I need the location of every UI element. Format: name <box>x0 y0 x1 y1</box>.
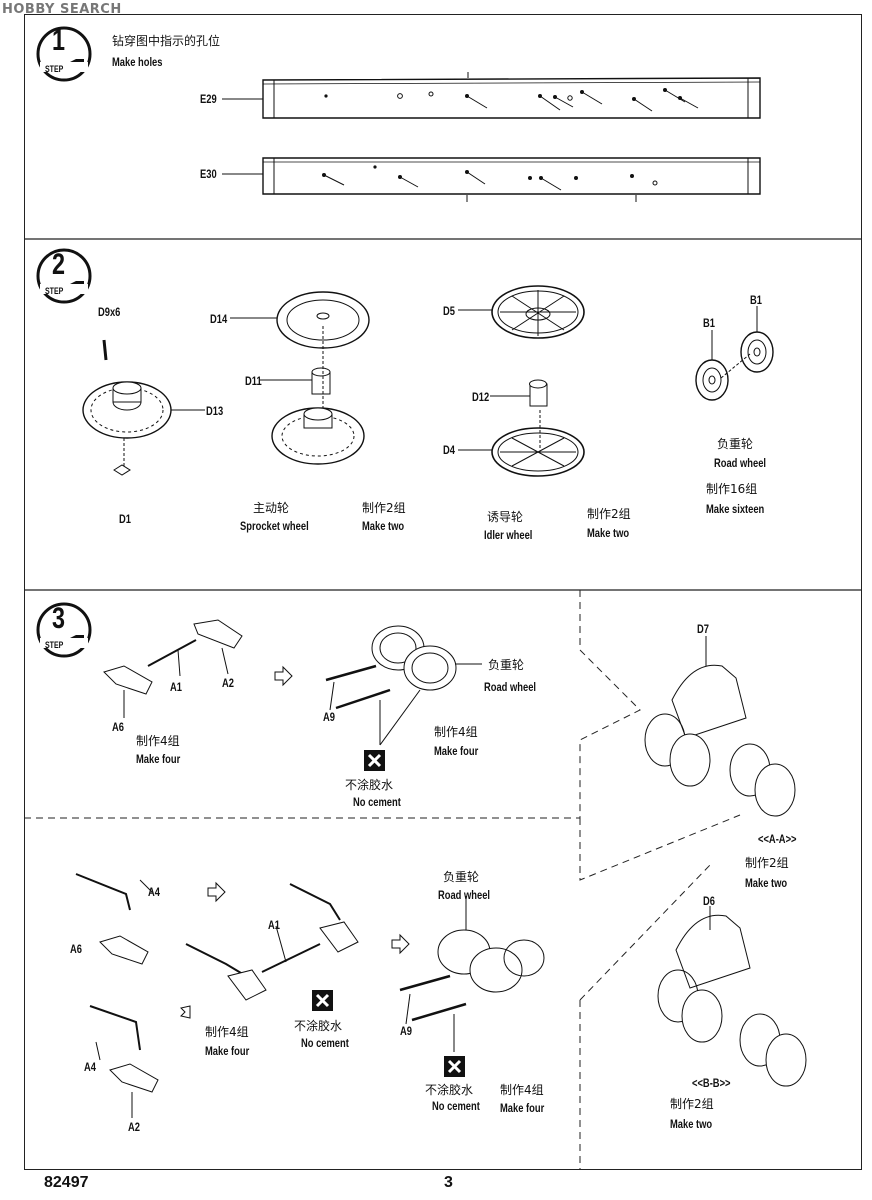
part-a1: A1 <box>170 680 182 694</box>
part-a9: A9 <box>323 710 335 724</box>
bb-make-two-en: Make two <box>670 1117 713 1131</box>
part-d7: D7 <box>697 622 709 636</box>
part-a6: A6 <box>112 720 124 734</box>
no-cement-en-3: No cement <box>432 1099 480 1113</box>
step-number-3: 3 <box>52 602 66 635</box>
part-b1-right: B1 <box>750 293 762 307</box>
road-wheel-en: Road wheel <box>484 680 537 694</box>
no-cement-cn-3: 不涂胶水 <box>425 1083 474 1097</box>
no-cement-en-2: No cement <box>301 1036 349 1050</box>
part-a1-lower: A1 <box>268 918 280 932</box>
step1-title-en: Make holes <box>112 55 163 69</box>
step-word-2: STEP <box>45 286 64 296</box>
bb-make-two-cn: 制作2组 <box>670 1097 714 1111</box>
no-cement-icon-3 <box>444 1056 465 1077</box>
no-cement-cn-2: 不涂胶水 <box>294 1019 343 1033</box>
part-d12: D12 <box>472 390 490 404</box>
aa-make-two-cn: 制作2组 <box>745 856 789 870</box>
lower-make-four-cn: 制作4组 <box>205 1025 249 1039</box>
no-cement-icon-2 <box>312 990 333 1011</box>
part-e29: E29 <box>200 92 217 106</box>
sprocket-make-two-cn: 制作2组 <box>362 501 406 515</box>
step-badge-1 <box>36 26 92 82</box>
watermark: HOBBY SEARCH <box>2 2 122 17</box>
sprocket-label-en: Sprocket wheel <box>240 519 309 533</box>
part-a2-lower: A2 <box>128 1120 140 1134</box>
part-b1-left: B1 <box>703 316 715 330</box>
aa-make-two-en: Make two <box>745 876 788 890</box>
idler-make-two-cn: 制作2组 <box>587 507 631 521</box>
roadwheel-label-en: Road wheel <box>714 456 767 470</box>
part-d4: D4 <box>443 443 455 457</box>
part-a6-lower: A6 <box>70 942 82 956</box>
sprocket-label-cn: 主动轮 <box>253 501 290 515</box>
step-badge-3 <box>36 602 92 658</box>
part-d5: D5 <box>443 304 455 318</box>
step3-make-four-en-2: Make four <box>434 744 479 758</box>
part-a9-lower: A9 <box>400 1024 412 1038</box>
product-code: 82497 <box>44 1174 89 1191</box>
step-word-1: STEP <box>45 64 64 74</box>
sprocket-make-two-en: Make two <box>362 519 405 533</box>
no-cement-cn: 不涂胶水 <box>345 778 394 792</box>
part-a2: A2 <box>222 676 234 690</box>
step2-wheel-drawings <box>82 285 774 477</box>
page-number: 3 <box>444 1174 453 1191</box>
road-wheel-en-2: Road wheel <box>438 888 491 902</box>
lower-make-four-cn-2: 制作4组 <box>500 1083 544 1097</box>
lower-make-four-en: Make four <box>205 1044 250 1058</box>
part-e30: E30 <box>200 167 217 181</box>
page-frame <box>24 14 862 1170</box>
part-d14: D14 <box>210 312 228 326</box>
road-wheel-cn-2: 负重轮 <box>443 870 480 884</box>
idler-label-en: Idler wheel <box>484 528 533 542</box>
step-word-3: STEP <box>45 640 64 650</box>
roadwheel-make-sixteen-cn: 制作16组 <box>706 482 758 496</box>
part-a4-lower: A4 <box>84 1060 96 1074</box>
roadwheel-make-sixteen-en: Make sixteen <box>706 502 765 516</box>
step-badge-2 <box>36 248 92 304</box>
no-cement-icon <box>364 750 385 771</box>
section-bb: <<B-B>> <box>692 1076 731 1090</box>
step-number-2: 2 <box>52 248 66 281</box>
step1-rail-drawings <box>222 72 761 202</box>
idler-make-two-en: Make two <box>587 526 630 540</box>
no-cement-en: No cement <box>353 795 401 809</box>
part-d13: D13 <box>206 404 224 418</box>
part-d6: D6 <box>703 894 715 908</box>
roadwheel-label-cn: 负重轮 <box>717 437 754 451</box>
step-number-1: 1 <box>52 24 66 57</box>
idler-label-cn: 诱导轮 <box>487 510 524 524</box>
road-wheel-cn: 负重轮 <box>488 658 525 672</box>
lower-make-four-en-2: Make four <box>500 1101 545 1115</box>
step1-title-cn: 钻穿图中指示的孔位 <box>112 34 221 48</box>
part-d9: D9x6 <box>98 305 121 319</box>
part-d11: D11 <box>245 374 262 388</box>
step3-make-four-en: Make four <box>136 752 181 766</box>
section-aa: <<A-A>> <box>758 832 797 846</box>
step3-make-four-cn-2: 制作4组 <box>434 725 478 739</box>
step3-make-four-cn: 制作4组 <box>136 734 180 748</box>
part-a4: A4 <box>148 885 160 899</box>
part-d1: D1 <box>119 512 131 526</box>
